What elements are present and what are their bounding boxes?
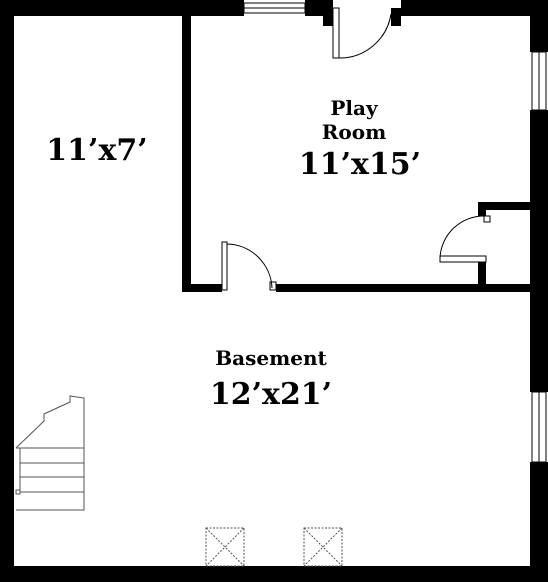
- top-door-jamb-left: [323, 8, 333, 26]
- basement-dimensions: 12’x21’: [210, 377, 332, 412]
- interior-walls: [182, 8, 530, 292]
- closet-left-wall-top: [478, 202, 486, 216]
- windows: [243, 2, 547, 463]
- right-window-upper: [531, 51, 547, 111]
- play-room-door: [221, 241, 277, 291]
- play-room-name-line-2: Room: [322, 120, 386, 144]
- room-labels: 11’x7’ Play Room 11’x15’ Basement 12’x21…: [46, 96, 421, 412]
- closet-top-wall: [478, 202, 530, 210]
- vent-left: [205, 527, 245, 567]
- right-wall-bottom: [530, 462, 548, 582]
- top-door-jamb-right: [391, 8, 401, 26]
- right-window-lower: [531, 391, 547, 463]
- stairs: [15, 395, 85, 511]
- left-wall: [0, 0, 14, 582]
- top-door: [332, 7, 392, 59]
- closet-left-wall-bottom: [478, 262, 486, 292]
- left-room-dimensions: 11’x7’: [46, 133, 147, 168]
- play-room-name-line-1: Play: [330, 96, 379, 120]
- closet-door: [439, 215, 491, 263]
- bottom-wall: [0, 566, 548, 582]
- floor-vents: [205, 527, 343, 567]
- right-wall-middle: [530, 110, 548, 392]
- top-window: [243, 2, 306, 14]
- play-room-dimensions: 11’x15’: [299, 147, 421, 182]
- vent-right: [303, 527, 343, 567]
- play-room-left-wall: [182, 16, 191, 292]
- basement-name: Basement: [215, 346, 327, 370]
- play-room-bottom-wall-left: [182, 284, 222, 292]
- doors: [221, 7, 491, 291]
- right-wall-top: [530, 0, 548, 52]
- play-room-bottom-wall-right: [276, 284, 530, 292]
- top-wall-right: [401, 0, 548, 16]
- top-wall-left: [0, 0, 244, 16]
